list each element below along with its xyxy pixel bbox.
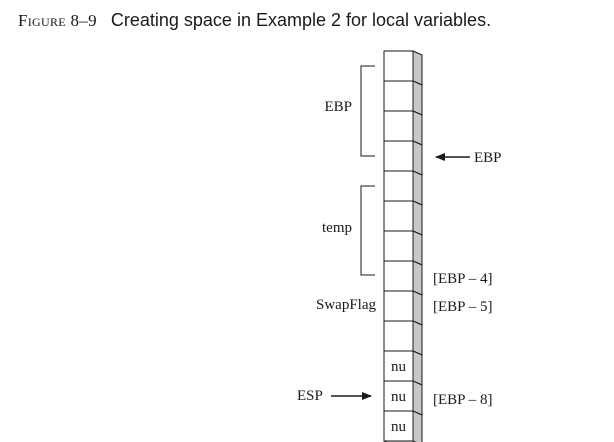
stack-cell: nu bbox=[383, 350, 423, 386]
stack-cell-text: nu bbox=[391, 419, 407, 435]
stack-cell-side bbox=[412, 350, 423, 386]
ebp-pointer-label: EBP bbox=[474, 150, 502, 166]
figure-caption: Figure 8–9 Creating space in Example 2 fo… bbox=[18, 10, 491, 31]
stack-cell-side bbox=[412, 230, 423, 266]
stack-cell-side bbox=[412, 380, 423, 416]
ebp-group-label: EBP bbox=[324, 99, 352, 115]
stack-cell-side bbox=[412, 50, 423, 86]
stack-cell-face bbox=[383, 200, 414, 232]
stack-cell-face bbox=[383, 320, 414, 352]
stack-cell bbox=[383, 260, 423, 296]
stack-cell bbox=[383, 320, 423, 356]
stack-cell bbox=[383, 290, 423, 326]
stack-cell-face bbox=[383, 230, 414, 262]
stack-cell bbox=[383, 230, 423, 266]
stack-cell bbox=[383, 140, 423, 176]
stack-cell-face bbox=[383, 290, 414, 322]
figure-title: Creating space in Example 2 for local va… bbox=[110, 10, 492, 30]
swapflag-label: SwapFlag bbox=[316, 297, 377, 313]
ebp-minus-5-label: [EBP – 5] bbox=[433, 299, 492, 315]
stack-cell-face bbox=[383, 350, 414, 382]
ebp-group-bracket bbox=[360, 65, 375, 157]
stack-cell-side bbox=[412, 110, 423, 146]
figure-label: Figure 8–9 bbox=[18, 11, 97, 30]
stack-cell bbox=[383, 80, 423, 116]
stack-cell bbox=[383, 170, 423, 206]
stack-cell bbox=[383, 50, 423, 86]
stack-cell-face bbox=[383, 410, 414, 442]
stack-cell-face bbox=[383, 110, 414, 142]
stack-cells: nu nu nu bbox=[383, 50, 423, 442]
stack-cell-face bbox=[383, 50, 414, 82]
stack-cell-side bbox=[412, 80, 423, 116]
stack-cell-face bbox=[383, 380, 414, 412]
stack-cell: nu bbox=[383, 380, 423, 416]
ebp-minus-8-label: [EBP – 8] bbox=[433, 392, 492, 408]
stack-cell bbox=[383, 110, 423, 146]
stack-cell-face bbox=[383, 260, 414, 292]
stack-cell-side bbox=[412, 140, 423, 176]
stack-cell-side bbox=[412, 290, 423, 326]
stack-cell-side bbox=[412, 260, 423, 296]
stack-cell-face bbox=[383, 170, 414, 202]
temp-group-label: temp bbox=[322, 220, 352, 236]
stack-cell-side bbox=[412, 170, 423, 206]
stack-cell-text: nu bbox=[391, 389, 407, 405]
temp-group-bracket bbox=[360, 185, 375, 276]
stack-cell-face bbox=[383, 80, 414, 112]
stack-cell: nu bbox=[383, 410, 423, 442]
ebp-minus-4-label: [EBP – 4] bbox=[433, 271, 492, 287]
stack-cell-side bbox=[412, 410, 423, 442]
esp-label: ESP bbox=[297, 388, 323, 404]
stack-cell-face bbox=[383, 140, 414, 172]
stack-cell-side bbox=[412, 200, 423, 236]
stack-cell-side bbox=[412, 320, 423, 356]
stack-cell-text: nu bbox=[391, 359, 407, 375]
stack-cell bbox=[383, 200, 423, 236]
